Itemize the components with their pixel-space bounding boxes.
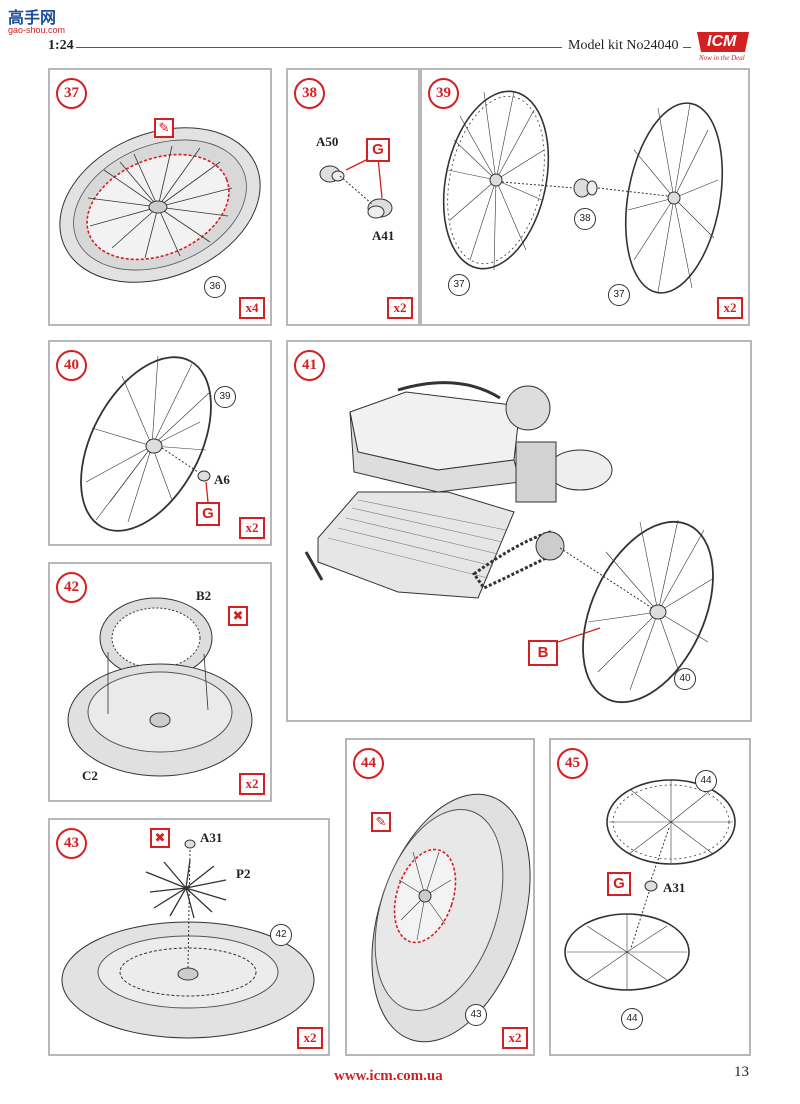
do-not-glue-icon: ✖ <box>150 828 170 848</box>
step-45-panel: 45 44 G A31 44 <box>549 738 751 1056</box>
part-label-a31: A31 <box>200 830 223 845</box>
multiplier-40: x2 <box>239 517 265 539</box>
part-label-b2: B2 <box>196 588 212 603</box>
step-number-43: 43 <box>56 828 87 859</box>
ref-circle-40: 40 <box>674 668 696 690</box>
paint-icon: ✎ <box>154 118 174 138</box>
multiplier-42: x2 <box>239 773 265 795</box>
step-number-37: 37 <box>56 78 87 109</box>
multiplier-39: x2 <box>717 297 743 319</box>
ref-circle-37-right: 37 <box>608 284 630 306</box>
step-number-45: 45 <box>557 748 588 779</box>
step-41-illustration <box>304 381 715 704</box>
step-number-39: 39 <box>428 78 459 109</box>
brand-tagline: Now in the Deal <box>699 54 745 62</box>
page-number: 13 <box>734 1064 749 1080</box>
step-40-illustration <box>80 355 212 532</box>
step-38-illustration <box>319 157 393 219</box>
part-label-a6: A6 <box>214 472 230 487</box>
site-logo: 高手网 <box>8 8 57 27</box>
ref-circle-44-top: 44 <box>695 770 717 792</box>
glue-marker-g: G <box>366 138 390 162</box>
step-number-42: 42 <box>56 572 87 603</box>
ref-circle-37-left: 37 <box>448 274 470 296</box>
glue-marker-g: G <box>607 872 631 896</box>
part-label-a41: A41 <box>372 228 395 243</box>
step-45-illustration <box>564 779 736 991</box>
brand-logo: ICM Now in the Deal <box>693 30 753 70</box>
part-label-c2: C2 <box>82 768 98 783</box>
glue-marker-g: G <box>196 502 220 526</box>
paint-icon: ✎ <box>371 812 391 832</box>
step-39-panel: 39 38 37 37 x2 <box>420 68 750 326</box>
step-42-illustration <box>67 597 253 777</box>
footer-url[interactable]: www.icm.com.ua <box>334 1068 443 1084</box>
multiplier-38: x2 <box>387 297 413 319</box>
do-not-glue-icon: ✖ <box>228 606 248 626</box>
step-number-44: 44 <box>353 748 384 779</box>
multiplier-44: x2 <box>502 1027 528 1049</box>
brand-logo-shape <box>697 32 749 52</box>
step-42-panel: 42 B2 ✖ C2 x2 <box>48 562 272 802</box>
header-rule-right <box>683 47 691 48</box>
step-37-panel: 37 ✎ 36 x4 <box>48 68 272 326</box>
part-label-a31: A31 <box>663 880 686 895</box>
glue-marker-b: B <box>528 640 558 666</box>
model-kit-label: Model kit No24040 <box>568 38 679 53</box>
ref-circle-42: 42 <box>270 924 292 946</box>
step-44-panel: 44 ✎ 43 x2 <box>345 738 535 1056</box>
multiplier-43: x2 <box>297 1027 323 1049</box>
step-number-40: 40 <box>56 350 87 381</box>
step-38-panel: 38 A50 G A41 x2 <box>286 68 420 326</box>
step-43-panel: 43 ✖ A31 P2 42 x2 <box>48 818 330 1056</box>
ref-circle-38: 38 <box>574 208 596 230</box>
scale-label: 1:24 <box>48 38 74 53</box>
step-43-illustration <box>61 839 315 1039</box>
ref-circle-36: 36 <box>204 276 226 298</box>
ref-circle-43: 43 <box>465 1004 487 1026</box>
step-41-panel: 41 B 40 <box>286 340 752 722</box>
brand-name: ICM <box>707 33 737 50</box>
ref-circle-39: 39 <box>214 386 236 408</box>
part-label-p2: P2 <box>236 866 251 881</box>
ref-circle-44-bottom: 44 <box>621 1008 643 1030</box>
step-number-41: 41 <box>294 350 325 381</box>
site-url: gao-shou.com <box>8 25 66 35</box>
part-label-a50: A50 <box>316 134 339 149</box>
multiplier-37: x4 <box>239 297 265 319</box>
step-40-panel: 40 39 A6 G x2 <box>48 340 272 546</box>
step-number-38: 38 <box>294 78 325 109</box>
header-rule <box>76 47 562 48</box>
step-44-illustration <box>371 793 531 1043</box>
step-39-illustration <box>442 90 724 294</box>
step-37-illustration <box>59 127 261 283</box>
